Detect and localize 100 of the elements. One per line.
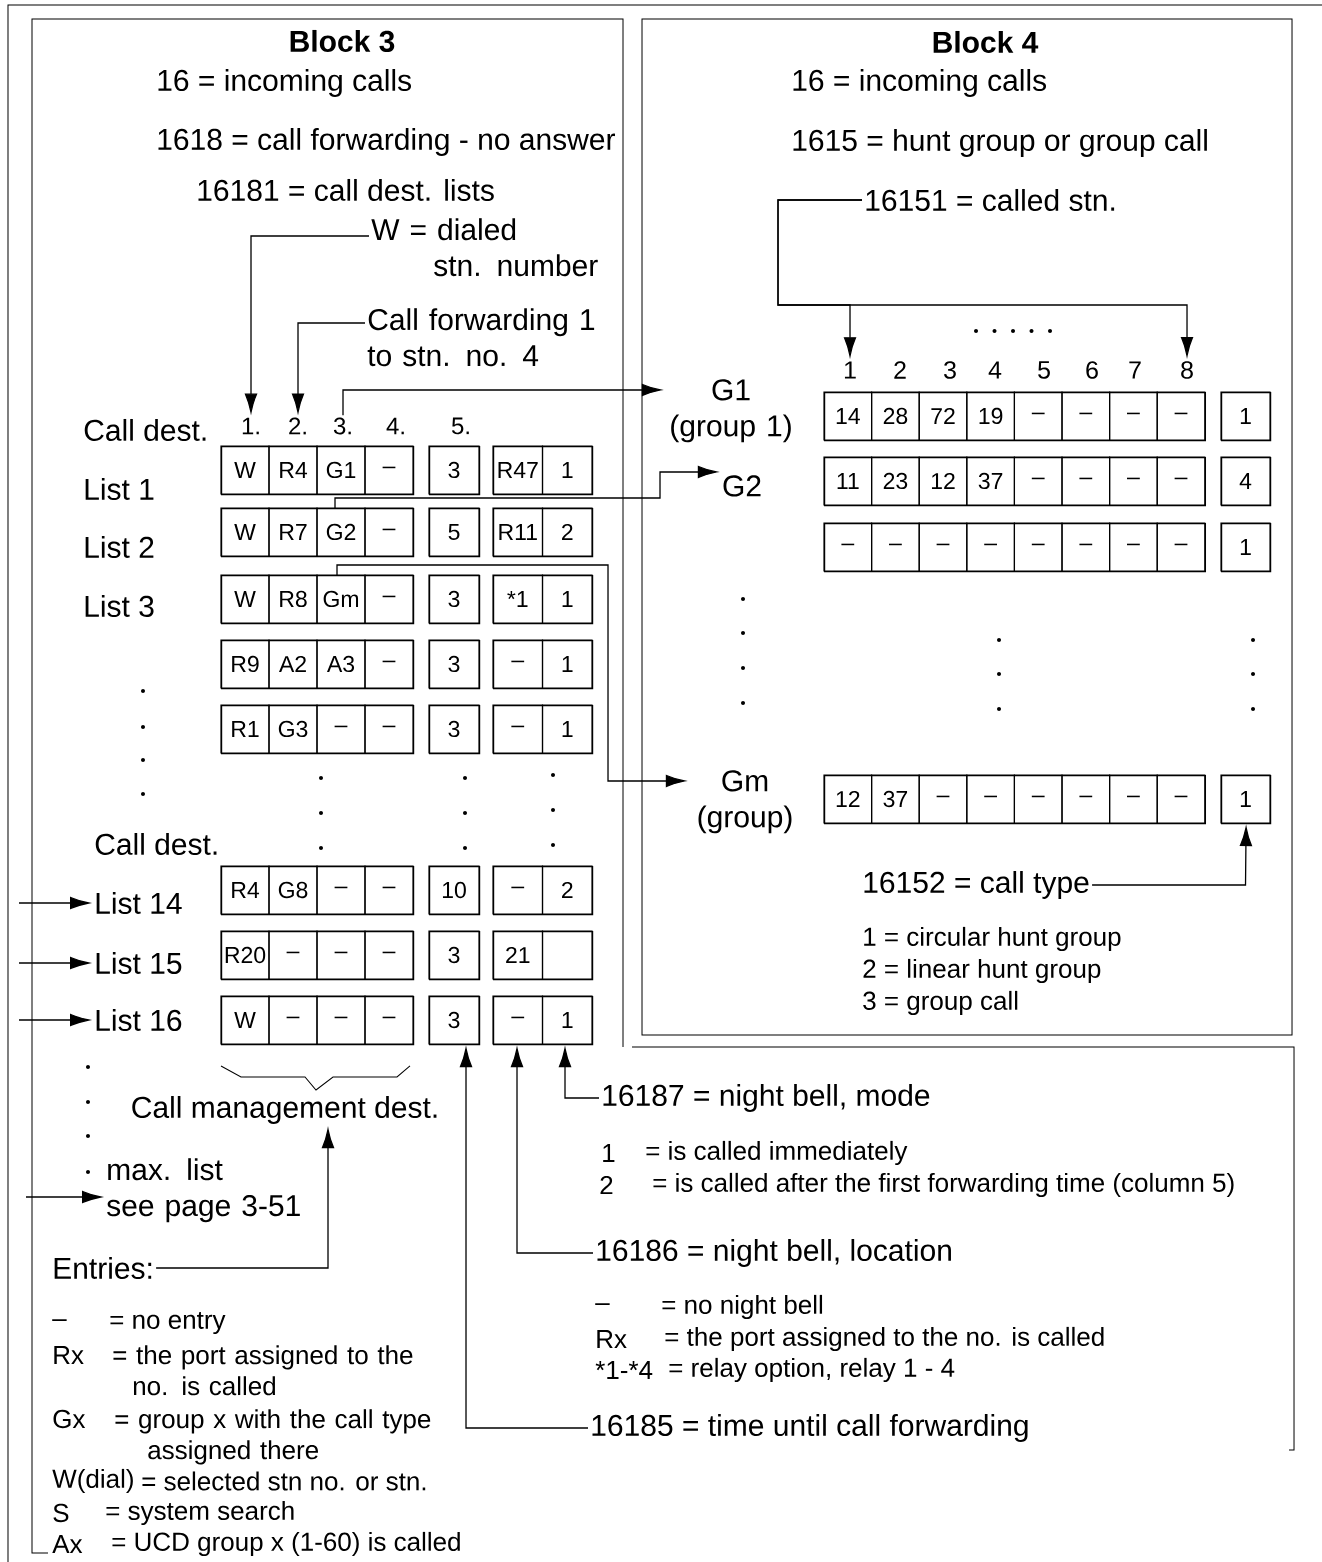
row-label: Call dest. — [95, 832, 217, 855]
table-cell: – — [1109, 774, 1158, 824]
table-cell: – — [1109, 522, 1158, 572]
table-cell: 2 — [541, 865, 593, 915]
column-number: 1 — [844, 361, 856, 379]
key-description: = group x with the call type assigned there — [115, 1409, 431, 1465]
table-cell: – — [1013, 456, 1063, 506]
key-symbol: – — [52, 1319, 67, 1321]
column-number: 2. — [289, 417, 306, 435]
cell-group — [1220, 456, 1272, 507]
column-number: 4. — [386, 417, 404, 435]
table-cell: – — [364, 995, 414, 1045]
cell-group — [428, 574, 481, 625]
code-description: 16 = incoming calls — [793, 69, 1046, 97]
arrow — [1091, 826, 1253, 886]
leader-note: Call forwarding 1 to stn. no. 4 — [367, 308, 595, 367]
table-cell: 1 — [541, 574, 593, 624]
table-cell: 12 — [823, 774, 873, 824]
table-cell: – — [268, 995, 318, 1045]
group-label: G1 (group 1) — [671, 379, 791, 443]
table-cell: – — [268, 930, 318, 980]
table-cell: – — [1156, 391, 1206, 441]
group-label: Gm (group) — [698, 770, 792, 834]
table-cell: 1 — [541, 704, 593, 754]
table-cell: – — [1061, 391, 1111, 441]
table-cell: – — [364, 507, 414, 557]
table-cell: – — [316, 930, 366, 980]
arrow — [510, 1047, 594, 1254]
key-entry: 3 = group call — [863, 990, 1018, 1016]
table-cell: 3 — [448, 590, 460, 608]
key-description: = relay option, relay 1 - 4 — [669, 1357, 955, 1383]
arrow — [334, 465, 718, 509]
key-description: = the port assigned to the no. is called — [113, 1345, 413, 1396]
arrow — [342, 383, 662, 416]
arrow — [459, 1047, 589, 1429]
table-cell: – — [316, 865, 366, 915]
column-number: 8 — [1181, 361, 1193, 379]
table-cell: A2 — [268, 639, 318, 689]
list-label: List 3 — [85, 594, 154, 617]
table-cell: – — [316, 704, 366, 754]
cell-group — [428, 930, 481, 981]
code-description: 1618 = call forwarding - no answer — [158, 128, 615, 156]
arrow — [777, 199, 1194, 357]
leader-note: W = dialed stn. number — [371, 218, 598, 277]
table-cell: 4 — [1239, 473, 1252, 489]
table-cell: 3 — [448, 946, 460, 964]
table-cell: – — [1013, 522, 1063, 572]
table-cell: *1 — [492, 574, 544, 624]
key-symbol: *1-*4 — [595, 1361, 653, 1379]
table-cell: 3 — [448, 461, 460, 479]
code-description: 16187 = night bell, mode — [603, 1084, 930, 1112]
table-cell: G3 — [268, 704, 318, 754]
column-number: 3. — [333, 417, 351, 435]
panel-title: Block 3 — [290, 29, 395, 52]
table-cell: – — [364, 639, 414, 689]
table-cell: – — [364, 704, 414, 754]
table-cell: – — [492, 865, 544, 915]
table-cell: – — [1156, 456, 1206, 506]
table-cell: A3 — [316, 639, 366, 689]
table-cell: – — [1061, 774, 1111, 824]
list-label: max. list see page 3-51 — [107, 1158, 300, 1223]
table-cell: G1 — [316, 445, 366, 495]
key-symbol: 1 — [603, 1144, 615, 1162]
list-label: List 2 — [85, 535, 154, 558]
table-cell: – — [1061, 456, 1111, 506]
key-entry: 1 = circular hunt group — [864, 926, 1121, 952]
column-number: 5. — [451, 417, 469, 435]
column-number: 1. — [242, 417, 259, 435]
key-description: = is called after the first forwarding time (column 5) — [653, 1172, 1234, 1198]
list-label: List 15 — [96, 952, 182, 974]
table-cell: – — [1156, 522, 1206, 572]
cell-group — [1220, 774, 1272, 825]
code-description: 16186 = night bell, location — [597, 1239, 951, 1267]
table-cell: G2 — [316, 507, 366, 557]
table-cell: – — [918, 522, 968, 572]
panel-title: Block 4 — [933, 30, 1039, 53]
cell-group — [428, 704, 481, 755]
table-cell: – — [492, 639, 544, 689]
table-cell: R4 — [220, 865, 270, 915]
table-cell: R4 — [268, 445, 318, 495]
cell-group — [428, 995, 481, 1046]
key-description: = is called immediately — [646, 1140, 908, 1166]
key-heading: Entries: — [54, 1257, 152, 1279]
table-cell: 12 — [918, 456, 968, 506]
key-description: = the port assigned to the no. is called — [665, 1326, 1104, 1352]
table-cell: 5 — [448, 523, 460, 540]
key-symbol: S — [53, 1503, 69, 1523]
table-cell: 1 — [541, 445, 593, 495]
table-cell: 72 — [918, 391, 968, 441]
arrow — [18, 956, 90, 970]
table-cell: R11 — [492, 507, 544, 557]
key-symbol: Rx — [597, 1330, 627, 1348]
table-cell: – — [1109, 456, 1158, 506]
key-symbol: Gx — [53, 1409, 86, 1429]
table-cell: – — [364, 865, 414, 915]
key-entry: 2 = linear hunt group — [863, 958, 1101, 984]
code-description: 16181 = call dest. lists — [198, 178, 494, 201]
key-description: = system search — [106, 1500, 294, 1526]
key-description: = UCD group x (1-60) is called — [112, 1531, 460, 1557]
table-cell: 10 — [442, 881, 466, 899]
